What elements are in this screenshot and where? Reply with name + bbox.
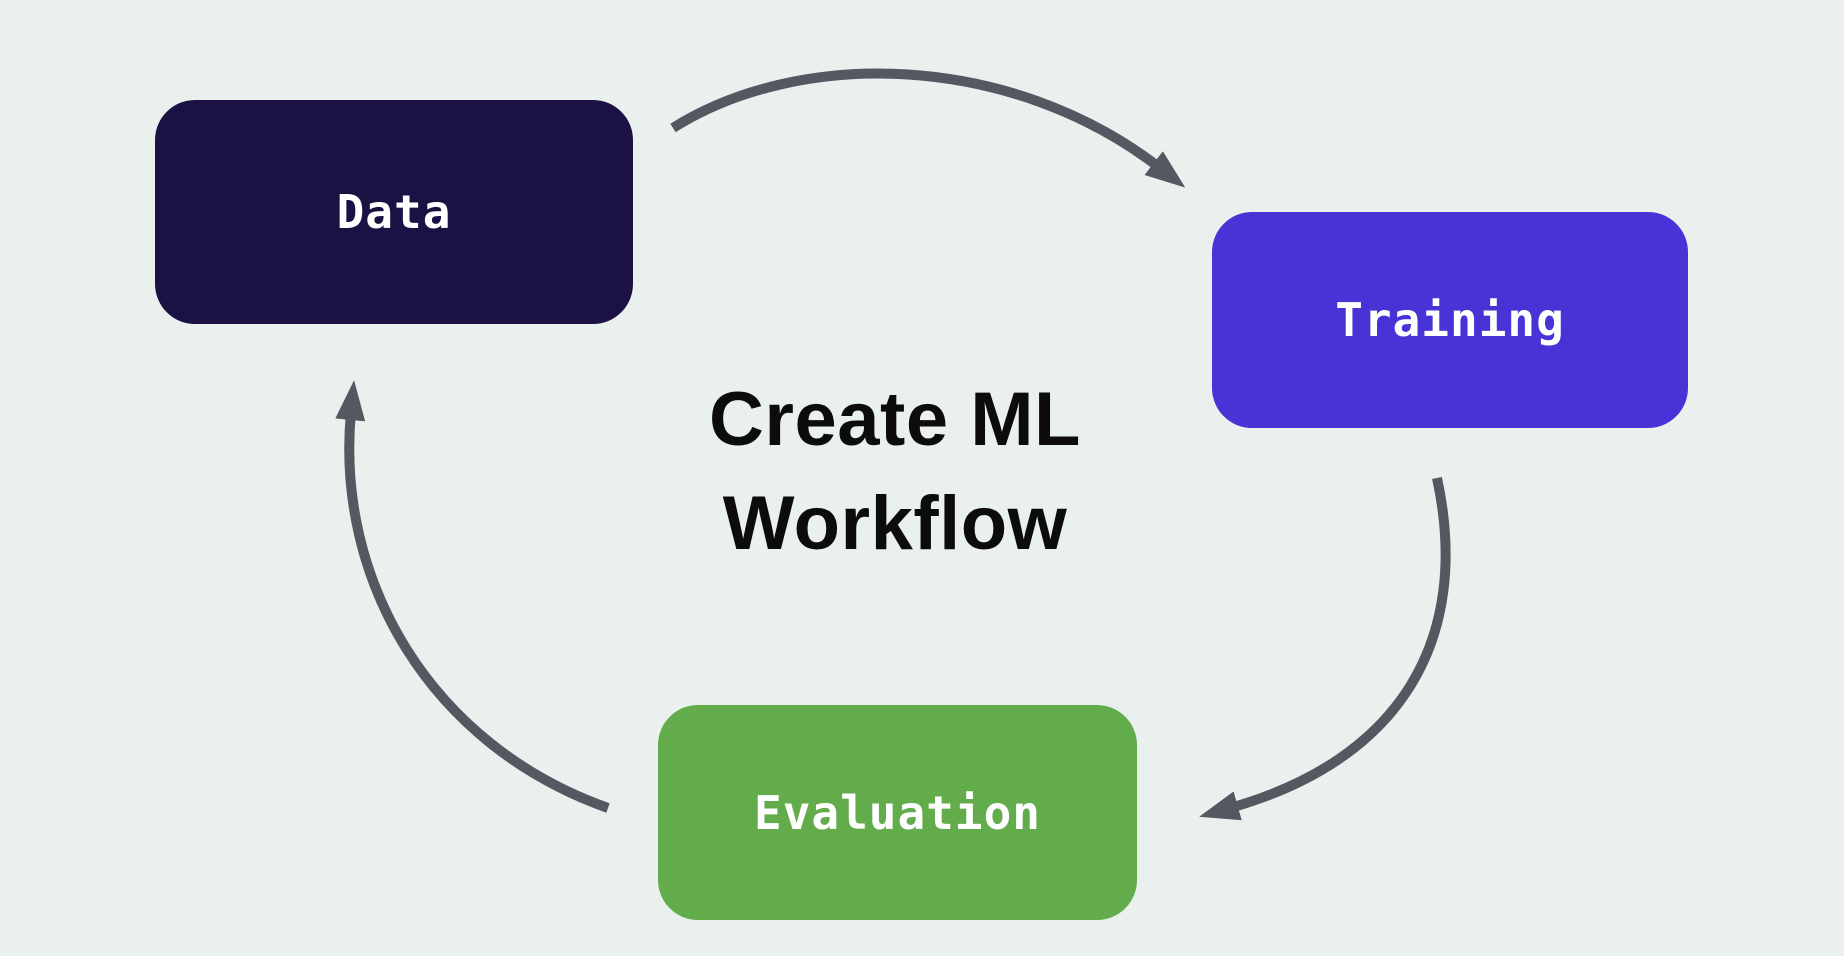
node-training-label: Training — [1335, 293, 1565, 347]
diagram-title-line2: Workflow — [722, 481, 1068, 566]
node-evaluation-label: Evaluation — [754, 785, 1041, 840]
diagram-title-line1: Create ML — [709, 377, 1081, 462]
node-data: Data — [155, 100, 633, 324]
arrow-data-to-training — [670, 68, 1186, 188]
node-evaluation: Evaluation — [658, 705, 1137, 920]
node-data-label: Data — [336, 185, 452, 239]
node-training: Training — [1212, 212, 1688, 428]
diagram-title: Create ML Workflow — [495, 368, 1295, 576]
